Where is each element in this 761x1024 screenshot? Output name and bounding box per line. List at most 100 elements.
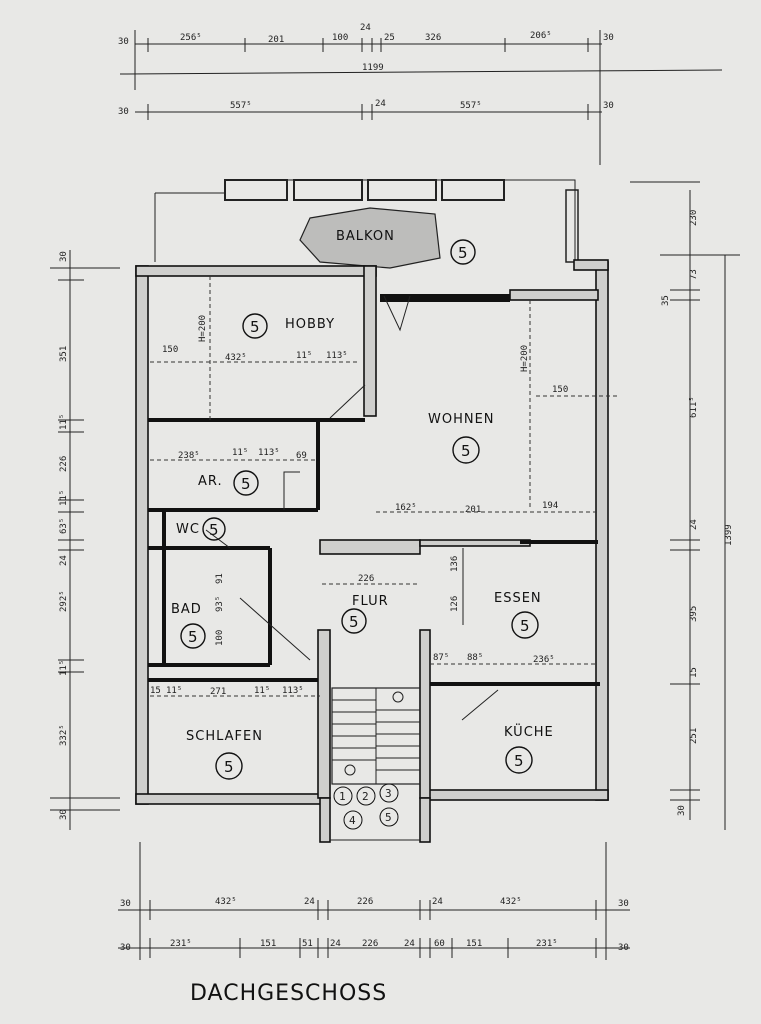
balcony: BALKON 5 [154, 179, 579, 269]
dim-mid-201: 201 [465, 505, 481, 515]
schlafen-number: 5 [224, 758, 234, 776]
dim-right-6: 15 [689, 667, 699, 678]
dim-left-9: 332⁵ [59, 724, 69, 746]
dim-hobby-150: 150 [162, 345, 178, 355]
kueche-number: 5 [514, 752, 524, 770]
dim-right-0: 230 [689, 210, 699, 226]
dim-right-9: 1399 [724, 524, 734, 546]
dim-ar-113: 113⁵ [258, 448, 280, 458]
room-label-schlafen: SCHLAFEN [186, 729, 263, 744]
dim-wohnen-h: H=200 [520, 345, 530, 372]
dim-left-3: 226 [59, 456, 69, 472]
dim-wohnen-150: 150 [552, 385, 568, 395]
dim-bottom-2-10: 30 [618, 943, 629, 953]
dim-ar-69: 69 [296, 451, 307, 461]
dim-bottom-2-2: 151 [260, 939, 276, 949]
dim-bottom-2-1: 231⁵ [170, 939, 192, 949]
room-label-kueche: KÜCHE [504, 723, 554, 740]
dim-bottom-1-3: 226 [357, 897, 373, 907]
dim-top-3-2: 24 [375, 99, 386, 109]
dim-essen-136: 136 [450, 556, 460, 572]
dim-top-1-3: 100 [332, 33, 348, 43]
dim-bottom-2-4: 24 [330, 939, 341, 949]
interior-walls [148, 276, 600, 799]
room-label-hobby: HOBBY [285, 317, 335, 332]
inner-dimensions: H=200 150 432⁵ 11⁵ 113⁵ H=200 150 238⁵ 1… [150, 315, 620, 697]
top-dimensions: 30 256⁵ 201 100 24 25 326 206⁵ 30 1199 3… [118, 23, 723, 165]
dim-sch-271: 271 [210, 687, 226, 697]
dim-top-1-0: 30 [118, 37, 129, 47]
dim-essen-87: 87⁵ [433, 653, 449, 663]
dim-sch-11b: 11⁵ [254, 686, 270, 696]
dim-essen-88: 88⁵ [467, 653, 483, 663]
dim-top-3-4: 30 [603, 101, 614, 111]
left-dimensions: 30 351 11⁵ 226 11⁵ 63⁵ 24 292⁵ 11⁵ 332⁵ … [50, 250, 120, 830]
wohnen-number: 5 [461, 442, 471, 460]
dim-bottom-1-0: 30 [120, 899, 131, 909]
balkon-number: 5 [458, 244, 468, 262]
dim-bottom-2-0: 30 [120, 943, 131, 953]
dim-bottom-1-2: 24 [304, 897, 315, 907]
ar-number: 5 [241, 475, 251, 493]
right-dimensions: 230 73 35 611⁵ 24 395 15 251 30 1399 [630, 181, 740, 830]
dim-left-7: 292⁵ [59, 590, 69, 612]
dim-mid-162: 162⁵ [395, 503, 417, 513]
dim-right-1: 73 [689, 269, 699, 280]
dim-hobby-11: 11⁵ [296, 351, 312, 361]
dim-bottom-2-6: 24 [404, 939, 415, 949]
dim-left-5: 63⁵ [59, 518, 69, 534]
dim-mid-194: 194 [542, 501, 558, 511]
dim-top-3-3: 557⁵ [460, 101, 482, 111]
dim-left-0: 30 [59, 251, 69, 262]
dim-bottom-2-8: 151 [466, 939, 482, 949]
stair-number-5: 5 [385, 811, 392, 824]
dim-top-2: 1199 [362, 63, 384, 73]
dim-top-1-4: 24 [360, 23, 371, 33]
room-label-bad: BAD [171, 602, 202, 617]
staircase: 1 2 3 4 5 [319, 687, 431, 843]
hobby-number: 5 [250, 318, 260, 336]
dim-bottom-2-9: 231⁵ [536, 939, 558, 949]
dim-right-2: 35 [661, 295, 671, 306]
dim-ar-238: 238⁵ [178, 451, 200, 461]
dim-top-1-7: 206⁵ [530, 31, 552, 41]
dim-right-8: 30 [677, 805, 687, 816]
room-label-wohnen: WOHNEN [428, 412, 495, 427]
dim-top-3-1: 557⁵ [230, 101, 252, 111]
dim-sch-15: 15 [150, 686, 161, 696]
room-labels: HOBBY 5 WOHNEN 5 AR. 5 WC 5 BAD 5 FLUR 5… [171, 313, 554, 780]
outer-walls [135, 259, 609, 805]
dim-sch-11: 11⁵ [166, 686, 182, 696]
room-label-balkon: BALKON [336, 229, 395, 244]
dim-bottom-2-3: 51 [302, 939, 313, 949]
stair-number-1: 1 [339, 790, 346, 803]
stair-number-2: 2 [362, 790, 369, 803]
dim-left-6: 24 [59, 555, 69, 566]
essen-number: 5 [520, 617, 530, 635]
dim-essen-126: 126 [450, 596, 460, 612]
dim-hobby-113: 113⁵ [326, 351, 348, 361]
dim-ar-11: 11⁵ [232, 448, 248, 458]
room-label-flur: FLUR [352, 594, 389, 609]
dim-top-1-8: 30 [603, 33, 614, 43]
dim-bottom-2-7: 60 [434, 939, 445, 949]
dim-right-5: 395 [689, 606, 699, 622]
dim-bottom-2-5: 226 [362, 939, 378, 949]
room-label-ar: AR. [198, 474, 223, 489]
dim-bad-93: 93⁵ [215, 596, 225, 612]
dim-left-4: 11⁵ [59, 490, 69, 506]
dim-left-1: 351 [59, 346, 69, 362]
dim-essen-236: 236⁵ [533, 655, 555, 665]
dim-sch-113: 113⁵ [282, 686, 304, 696]
dim-left-8: 11⁵ [59, 660, 69, 676]
dim-left-2: 11⁵ [59, 414, 69, 430]
dim-right-7: 251 [689, 728, 699, 744]
room-label-wc: WC [176, 522, 200, 537]
dim-top-1-5: 25 [384, 33, 395, 43]
dim-right-3: 611⁵ [689, 396, 699, 418]
room-label-essen: ESSEN [494, 591, 542, 606]
dim-right-4: 24 [689, 519, 699, 530]
dim-top-1-6: 326 [425, 33, 441, 43]
bottom-dimensions: 30 432⁵ 24 226 24 432⁵ 30 30 231⁵ 151 51… [118, 842, 630, 960]
flur-number: 5 [349, 613, 359, 631]
